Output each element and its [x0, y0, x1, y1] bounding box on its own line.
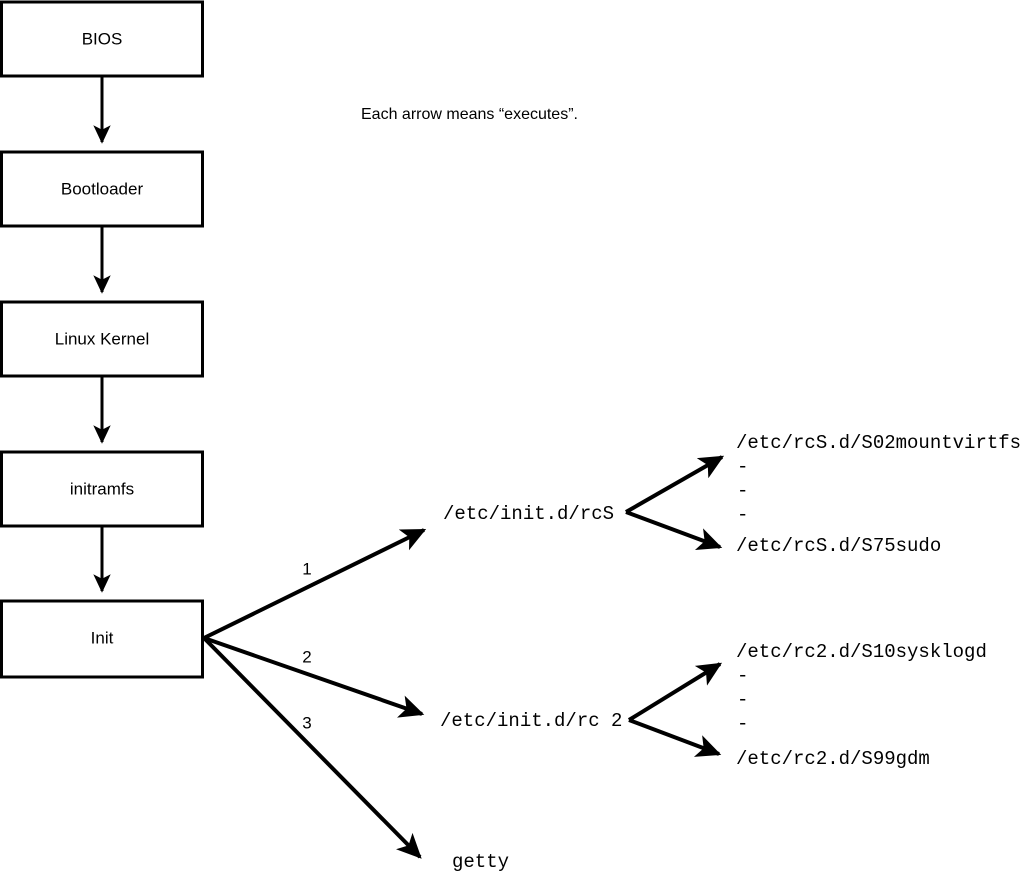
arrow-init-to-getty [202, 636, 422, 859]
linux-kernel-label: Linux Kernel [55, 329, 150, 348]
arrow-init-to-rc2 [203, 636, 425, 718]
label-rc2: /etc/init.d/rc 2 [440, 710, 622, 732]
arrow-rcS-to-first-script [625, 455, 725, 514]
rc2-ellipsis-dash-2: - [737, 689, 748, 711]
rcS-ellipsis-dash-2: - [737, 480, 748, 502]
diagram-caption: Each arrow means “executes”. [361, 106, 578, 123]
arrow-rc2-to-first-script [627, 662, 723, 722]
node-init: Init [0, 599, 204, 679]
init-label: Init [91, 628, 114, 647]
arrow-rc2-to-last-script [628, 718, 722, 757]
initramfs-label: initramfs [70, 479, 134, 498]
rcS-ellipsis-dash-1: - [737, 456, 748, 478]
label-getty: getty [452, 851, 509, 873]
bios-label: BIOS [82, 29, 123, 48]
label-rcS: /etc/init.d/rcS [443, 503, 614, 525]
node-initramfs: initramfs [0, 450, 204, 528]
node-bios: BIOS [0, 0, 204, 78]
node-linux-kernel: Linux Kernel [0, 300, 204, 378]
rc2-ellipsis-dash-1: - [737, 665, 748, 687]
bios-box [0, 0, 204, 78]
rcS-ellipsis-dash-3: - [737, 504, 748, 526]
edge-number-2: 2 [302, 647, 311, 666]
arrow-rcS-to-last-script [625, 510, 723, 551]
initramfs-box [0, 450, 204, 528]
label-rcS-last-script: /etc/rcS.d/S75sudo [736, 535, 941, 557]
init-box [0, 599, 204, 679]
node-bootloader: Bootloader [0, 150, 204, 228]
label-rcS-first-script: /etc/rcS.d/S02mountvirtfs [736, 432, 1021, 454]
edge-number-1: 1 [302, 559, 311, 578]
rc2-ellipsis-dash-3: - [737, 713, 748, 735]
label-rc2-last-script: /etc/rc2.d/S99gdm [736, 748, 930, 770]
edge-number-3: 3 [302, 713, 311, 732]
label-rc2-first-script: /etc/rc2.d/S10sysklogd [736, 641, 987, 663]
arrow-init-to-rcS [203, 528, 427, 640]
bootloader-box [0, 150, 204, 228]
bootloader-label: Bootloader [61, 179, 144, 198]
